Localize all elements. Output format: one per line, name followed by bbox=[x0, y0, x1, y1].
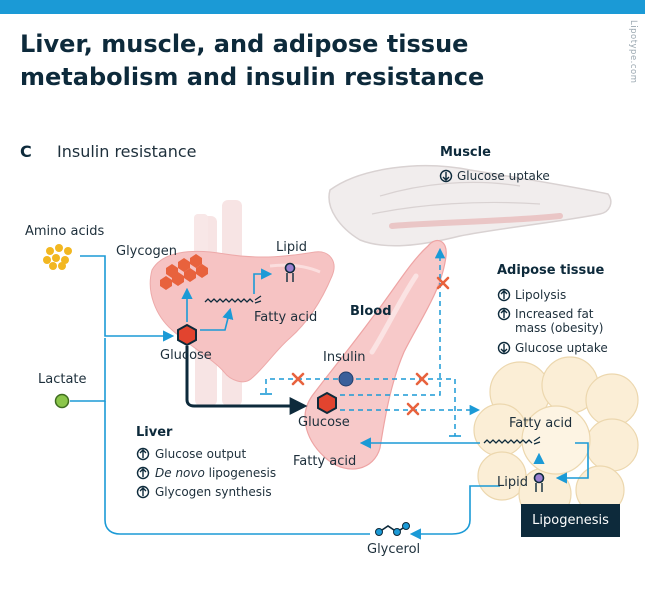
adipose-header: Adipose tissue bbox=[497, 263, 605, 278]
liver-lipid-label: Lipid bbox=[276, 240, 307, 255]
blood-glucose-icon bbox=[317, 391, 337, 415]
down-arrow-icon bbox=[497, 341, 511, 355]
blood-fatty-acid-label: Fatty acid bbox=[293, 454, 357, 469]
dashed-insulin-to-adipose bbox=[356, 378, 456, 436]
liver-effect-lipogenesis: De novo lipogenesis bbox=[155, 466, 277, 480]
panel-title: Insulin resistance bbox=[57, 142, 197, 161]
block-mark-liver bbox=[291, 372, 305, 386]
up-arrow-icon bbox=[497, 307, 511, 321]
adipose-cluster bbox=[473, 356, 639, 521]
arrow-lactate-to-glycerol bbox=[104, 401, 370, 535]
block-mark-adipose-uptake bbox=[406, 402, 420, 416]
block-mark-muscle-uptake bbox=[436, 276, 450, 290]
arrow-amino-to-glucose bbox=[80, 255, 175, 342]
liver-glucose-icon bbox=[177, 323, 197, 347]
up-arrow-icon bbox=[136, 447, 150, 461]
muscle-header: Muscle bbox=[440, 145, 491, 160]
arrow-lipid-to-fatty-acid-adipose bbox=[555, 442, 589, 484]
page-title: Liver, muscle, and adipose tissue metabo… bbox=[20, 30, 485, 91]
glycogen-icon bbox=[160, 254, 208, 290]
amino-acids-label: Amino acids bbox=[25, 224, 105, 239]
dashed-insulin-to-liver bbox=[265, 378, 338, 394]
down-arrow-icon bbox=[439, 169, 453, 183]
credit-text: Lipotype.com bbox=[628, 20, 638, 84]
liver-fatty-acid-label: Fatty acid bbox=[254, 310, 318, 325]
adipose-fatty-acid-label: Fatty acid bbox=[509, 416, 573, 431]
arrow-lactate-to-glucose bbox=[70, 338, 106, 402]
lactate-icon bbox=[54, 393, 70, 409]
arrow-fatty-acid-to-lipid bbox=[253, 268, 273, 294]
arrow-glycerol-from-adipose bbox=[409, 485, 500, 540]
panel-letter: C bbox=[20, 142, 32, 161]
insulin-icon bbox=[338, 371, 354, 387]
arrow-liver-glucose-to-blood bbox=[185, 346, 308, 415]
amino-acids-icon bbox=[43, 244, 72, 270]
liver-fatty-acid-icon bbox=[204, 298, 254, 303]
adipose-fatty-acid-icon bbox=[483, 439, 533, 444]
adipose-effect-fat-mass: Increased fat mass (obesity) bbox=[515, 307, 604, 335]
muscle-effect: Glucose uptake bbox=[457, 169, 550, 183]
muscle-arm-illustration bbox=[328, 165, 612, 247]
liver-illustration bbox=[149, 200, 335, 406]
lipogenesis-box: Lipogenesis bbox=[521, 504, 620, 537]
liver-lipid-icon bbox=[284, 262, 296, 282]
dashed-glucose-to-muscle bbox=[340, 247, 446, 396]
glycerol-label: Glycerol bbox=[367, 542, 421, 557]
liver-header: Liver bbox=[136, 425, 173, 440]
adipose-lipid-label: Lipid bbox=[497, 475, 528, 490]
lactate-label: Lactate bbox=[38, 372, 87, 387]
adipose-effect-glucose-uptake: Glucose uptake bbox=[515, 341, 608, 355]
glycerol-icon bbox=[375, 522, 410, 536]
top-accent-bar bbox=[0, 0, 645, 14]
liver-effect-glycogen-synthesis: Glycogen synthesis bbox=[155, 485, 272, 499]
block-mark-adipose-signal bbox=[415, 372, 429, 386]
insulin-label: Insulin bbox=[323, 350, 366, 365]
liver-effect-glucose-output: Glucose output bbox=[155, 447, 247, 461]
up-arrow-icon bbox=[136, 466, 150, 480]
blood-glucose-label: Glucose bbox=[298, 415, 350, 430]
adipose-effect-lipolysis: Lipolysis bbox=[515, 288, 567, 302]
adipose-lipid-icon bbox=[533, 472, 545, 492]
up-arrow-icon bbox=[497, 288, 511, 302]
glycogen-label: Glycogen bbox=[116, 244, 177, 259]
blood-header: Blood bbox=[350, 304, 392, 319]
liver-glucose-label: Glucose bbox=[160, 348, 212, 363]
arrow-glucose-to-fatty-acid bbox=[200, 307, 234, 331]
up-arrow-icon bbox=[136, 485, 150, 499]
